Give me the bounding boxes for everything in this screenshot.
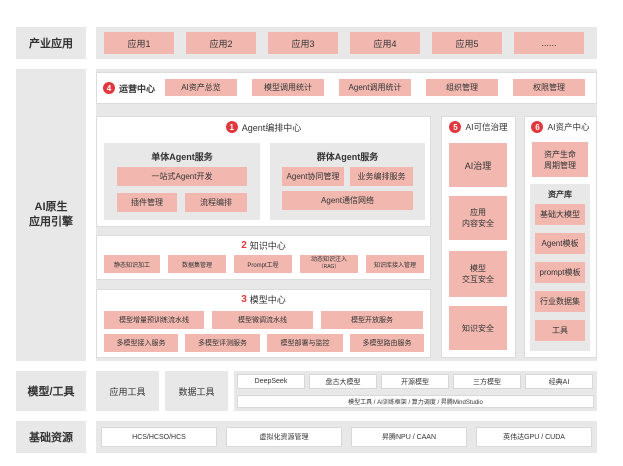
model-center-title: 3 模型中心 [96,292,431,306]
knowledge-title: 2 知识中心 [96,238,431,252]
flow-orchestration[interactable]: 流程编排 [185,193,247,212]
plugin-management[interactable]: 插件管理 [117,193,177,212]
asset-library-item-4[interactable]: 行业数据集 [535,291,585,312]
rag-label: （RAG） [318,264,340,270]
row-label-industry: 产业应用 [16,27,86,59]
agent-communication-network[interactable]: Agent通信网络 [282,191,413,210]
ops-title: 4 运营中心 [103,80,155,96]
row-label-infra: 基础资源 [16,421,86,453]
dynamic-knowledge-label: 动态知识注入 [310,257,347,263]
multi-model-routing[interactable]: 多模型路由服务 [350,334,424,352]
model-interaction-security[interactable]: 模型 交互安全 [449,251,507,297]
asset-title: 6 AI资产中心 [524,120,597,134]
industry-apps-panel [96,27,597,59]
model-option-4[interactable]: 三方模型 [453,374,521,389]
static-knowledge-processing[interactable]: 静态知识加工 [104,255,160,273]
model-deploy-monitor[interactable]: 模型部署与监控 [267,334,343,352]
dataset-management[interactable]: 数据集管理 [168,255,226,273]
asset-library-item-3[interactable]: prompt模板 [535,262,585,283]
ops-item-2[interactable]: 模型调用统计 [252,79,324,96]
ops-item-1[interactable]: AI资产总览 [165,79,237,96]
asset-library-item-2[interactable]: Agent模板 [535,233,585,254]
ops-item-4[interactable]: 组织管理 [426,79,498,96]
model-option-1[interactable]: DeepSeek [237,374,305,389]
multi-model-evaluation[interactable]: 多模型评测服务 [185,334,260,352]
industry-app-2[interactable]: 应用2 [186,32,256,54]
row-label-model-tools: 模型/工具 [16,371,86,411]
app-content-security[interactable]: 应用 内容安全 [449,196,507,240]
infra-item-1[interactable]: HCS/HCSO/HCS [101,427,217,447]
model-open-service[interactable]: 模型开放服务 [321,311,423,329]
row-label-engine: AI原生 应用引擎 [16,69,86,361]
multi-model-access[interactable]: 多模型接入服务 [104,334,178,352]
framework-bar[interactable]: 模型工具 / AI训练框架 / 算力调度 / 昇腾MindStudio [237,395,594,408]
agent-title: 1 Agent编排中心 [96,120,431,134]
one-stop-agent-dev[interactable]: 一站式Agent开发 [117,167,247,186]
incremental-pretraining-pipeline[interactable]: 模型增量预训练流水线 [104,311,204,329]
knowledge-number-badge: 2 [241,239,247,251]
asset-library-title: 资产库 [548,189,572,199]
ops-number-badge: 4 [103,82,115,94]
agent-number-badge: 1 [225,121,238,133]
asset-library-item-1[interactable]: 基础大模型 [535,204,585,225]
agent-collab-management[interactable]: Agent协同管理 [282,167,344,186]
infra-item-3[interactable]: 昇腾NPU / CAAN [351,427,467,447]
industry-app-6[interactable]: ...... [514,32,584,54]
ops-title-text: 运营中心 [119,83,156,94]
knowledge-title-text: 知识中心 [249,240,286,251]
infra-item-2[interactable]: 虚拟化资源管理 [226,427,342,447]
agent-title-text: Agent编排中心 [241,122,302,133]
model-option-3[interactable]: 开源模型 [381,374,449,389]
finetuning-pipeline[interactable]: 模型微调流水线 [212,311,313,329]
app-tool[interactable]: 应用工具 [96,371,159,411]
single-agent-title: 单体Agent服务 [151,151,213,162]
business-orchestration[interactable]: 业务编排服务 [350,167,413,186]
model-center-number-badge: 3 [241,293,247,305]
trust-title: 5 AI可信治理 [441,120,516,134]
model-center-title-text: 模型中心 [249,294,286,305]
model-option-5[interactable]: 经典AI [525,374,593,389]
infra-item-4[interactable]: 英伟达GPU / CUDA [476,427,592,447]
knowledge-security[interactable]: 知识安全 [449,306,507,350]
asset-library-item-5[interactable]: 工具 [535,320,585,341]
industry-app-3[interactable]: 应用3 [268,32,338,54]
ops-item-3[interactable]: Agent调用统计 [339,79,411,96]
asset-lifecycle-management[interactable]: 资产生命 周期管理 [532,142,588,177]
ai-governance[interactable]: AI治理 [449,143,507,187]
model-option-2[interactable]: 盘古大模型 [309,374,377,389]
industry-app-4[interactable]: 应用4 [350,32,420,54]
trust-number-badge: 5 [449,121,462,133]
data-tool[interactable]: 数据工具 [165,371,228,411]
dynamic-knowledge-injection[interactable]: 动态知识注入 （RAG） [300,255,358,273]
asset-number-badge: 6 [531,121,544,133]
group-agent-title: 群体Agent服务 [316,151,379,162]
industry-app-1[interactable]: 应用1 [104,32,174,54]
trust-title-text: AI可信治理 [465,122,508,132]
prompt-engineering[interactable]: Prompt工程 [234,255,292,273]
ops-item-5[interactable]: 权限管理 [513,79,585,96]
knowledge-base-access[interactable]: 知识库接入管理 [366,255,424,273]
industry-app-5[interactable]: 应用5 [432,32,502,54]
asset-title-text: AI资产中心 [547,122,590,132]
